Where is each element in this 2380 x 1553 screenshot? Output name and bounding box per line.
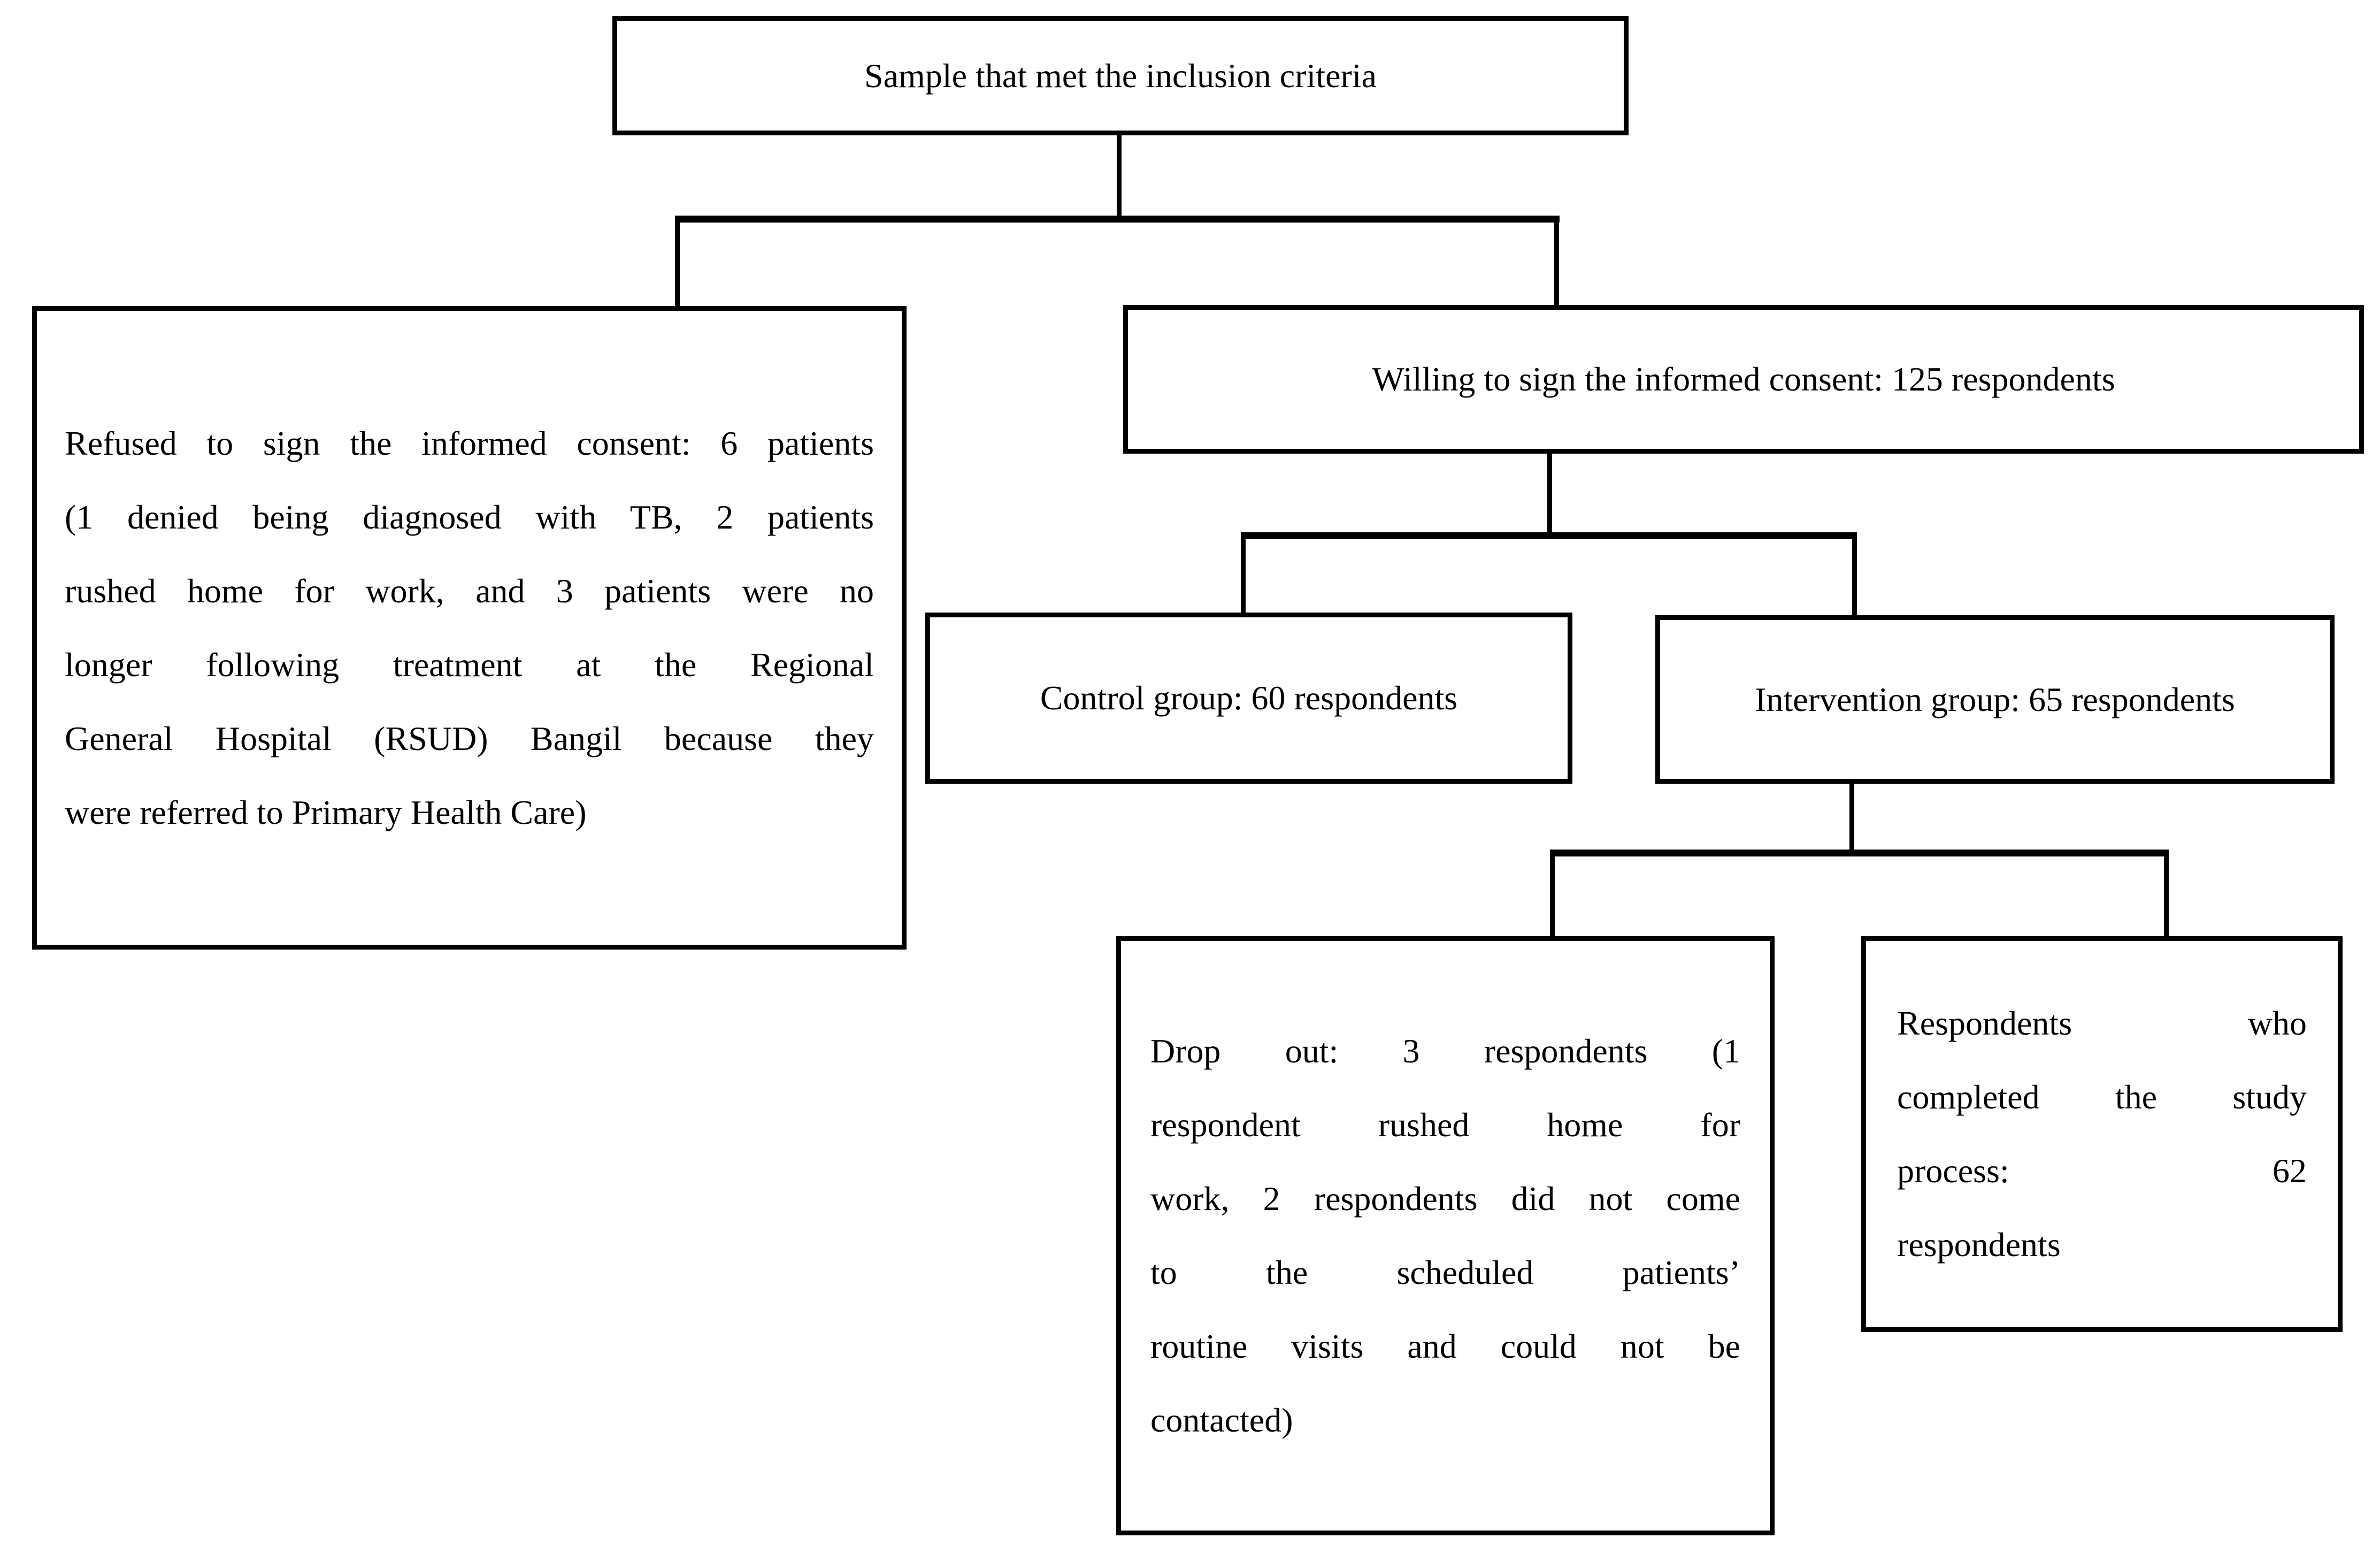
box-control-text: Control group: 60 respondents	[1040, 679, 1458, 717]
connector-split3-left-drop	[1550, 850, 1555, 938]
box-drop-out: Drop out: 3 respondents (1 respondent ru…	[1116, 936, 1775, 1535]
refused-line: (1 denied being diagnosed with TB, 2 pat…	[65, 498, 874, 536]
connector-split2-bar	[1241, 532, 1857, 539]
connector-willing-stem	[1547, 454, 1552, 539]
box-sample-inclusion: Sample that met the inclusion criteria	[612, 16, 1629, 135]
box-refused-consent: Refused to sign the informed consent: 6 …	[32, 306, 907, 950]
box-intervention-group: Intervention group: 65 respondents	[1655, 615, 2335, 784]
connector-split1-right-drop	[1554, 216, 1559, 308]
refused-line: rushed home for work, and 3 patients wer…	[65, 571, 874, 610]
connector-split1-left-drop	[675, 216, 680, 308]
dropout-line: work, 2 respondents did not come	[1150, 1180, 1740, 1218]
connector-split3-bar	[1550, 850, 2169, 856]
box-control-group: Control group: 60 respondents	[925, 613, 1572, 784]
completed-line: Respondents who	[1897, 1004, 2307, 1042]
refused-line: Refused to sign the informed consent: 6 …	[65, 424, 874, 462]
refused-line: General Hospital (RSUD) Bangil because t…	[65, 719, 874, 758]
completed-line: respondents	[1897, 1226, 2061, 1264]
completed-line: process: 62	[1897, 1152, 2307, 1190]
box-willing-consent: Willing to sign the informed consent: 12…	[1123, 305, 2364, 454]
dropout-line: contacted)	[1150, 1401, 1293, 1439]
dropout-line: to the scheduled patients’	[1150, 1253, 1740, 1291]
connector-intervention-stem	[1849, 784, 1854, 853]
box-sample-text: Sample that met the inclusion criteria	[864, 56, 1377, 95]
connector-split1-bar	[675, 216, 1560, 223]
dropout-line: routine visits and could not be	[1150, 1327, 1740, 1365]
connector-sample-stem	[1117, 135, 1122, 221]
dropout-line: respondent rushed home for	[1150, 1106, 1740, 1144]
box-completed-study: Respondents who completed the study proc…	[1861, 936, 2343, 1332]
refused-line: longer following treatment at the Region…	[65, 645, 874, 684]
box-willing-text: Willing to sign the informed consent: 12…	[1372, 360, 2115, 398]
refused-line: were referred to Primary Health Care)	[65, 793, 587, 831]
completed-line: completed the study	[1897, 1078, 2307, 1116]
connector-split3-right-drop	[2164, 850, 2169, 938]
dropout-line: Drop out: 3 respondents (1	[1150, 1032, 1740, 1070]
connector-split2-left-drop	[1241, 532, 1246, 614]
box-intervention-text: Intervention group: 65 respondents	[1755, 680, 2235, 718]
connector-split2-right-drop	[1852, 532, 1857, 618]
